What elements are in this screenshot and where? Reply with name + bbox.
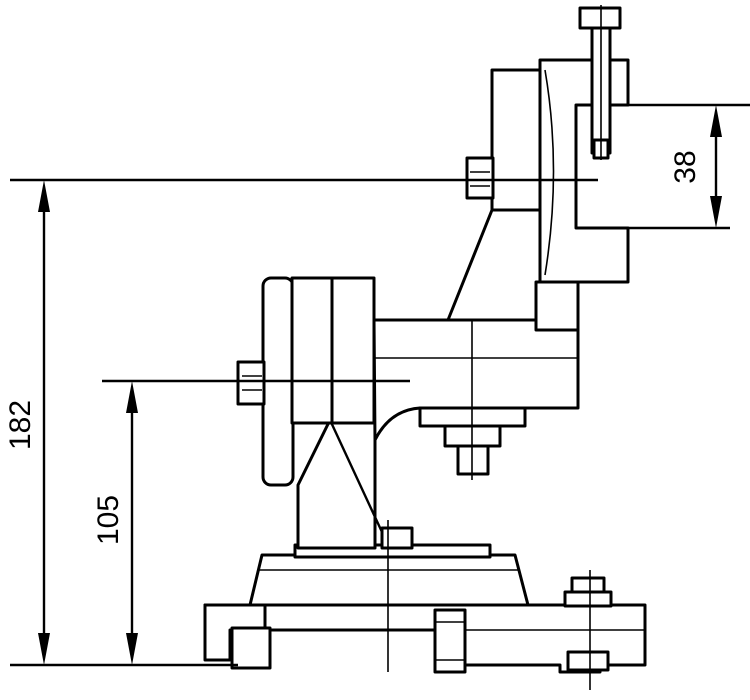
dimension-182-label: 182 <box>4 400 37 450</box>
pivot-hub <box>330 276 376 425</box>
clamp-back-plate <box>490 68 544 212</box>
arrow-182-bottom <box>38 633 50 665</box>
arm <box>372 312 580 480</box>
upper-clamp <box>446 5 630 332</box>
column-body <box>296 418 377 550</box>
clamp-screw-head <box>578 6 622 30</box>
pivot-disk-inner <box>290 276 334 425</box>
dimension-lines <box>10 103 750 667</box>
clamp-brace <box>446 208 542 322</box>
column-nut <box>380 526 414 550</box>
base-block <box>433 608 467 674</box>
arm-bolt-nut <box>456 444 490 476</box>
pedestal-cone <box>248 553 530 607</box>
base-assembly <box>203 543 647 674</box>
arrow-105-bottom <box>126 633 138 665</box>
arrow-182-top <box>38 180 50 212</box>
clamp-side-nut <box>465 156 495 200</box>
clamp-step <box>534 280 580 332</box>
dimension-105-label: 105 <box>92 495 125 545</box>
arrow-38-bottom <box>710 196 722 228</box>
base-bolt <box>563 570 613 690</box>
arrow-38-top <box>710 105 722 137</box>
column <box>296 418 414 672</box>
pivot-bolt-head <box>236 360 266 406</box>
dimension-38-label: 38 <box>669 150 702 183</box>
pivot-head <box>236 276 376 487</box>
base-left-tab <box>230 626 272 670</box>
arrow-105-top <box>126 381 138 413</box>
